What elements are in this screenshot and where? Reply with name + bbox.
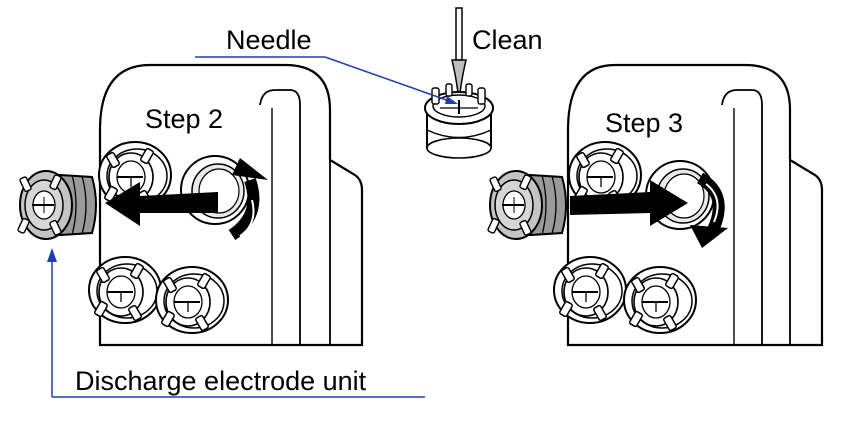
- clean-label: Clean: [472, 25, 543, 55]
- rotate-clockwise-icon: [690, 172, 728, 248]
- right-socket-bottom-left: [553, 256, 627, 324]
- right-socket-bottom-right: [623, 266, 697, 334]
- left-socket-bottom-right: [155, 266, 229, 334]
- step-2-label: Step 2: [145, 104, 224, 134]
- left-socket-bottom-left: [88, 256, 162, 324]
- electrode-unit-cleaning: [424, 83, 494, 159]
- step-3-label: Step 3: [605, 108, 684, 138]
- needle-leader-line: [195, 56, 458, 104]
- needle-label: Needle: [226, 25, 312, 55]
- discharge-unit-leader-line: [47, 248, 425, 398]
- discharge-electrode-unit-label: Discharge electrode unit: [75, 366, 367, 396]
- arrow-left-icon: [105, 182, 218, 226]
- arrow-right-icon: [570, 180, 688, 226]
- discharge-electrode-unit-inserting: [486, 170, 567, 240]
- rotate-counterclockwise-icon: [228, 158, 268, 240]
- discharge-electrode-unit-removed: [16, 170, 97, 240]
